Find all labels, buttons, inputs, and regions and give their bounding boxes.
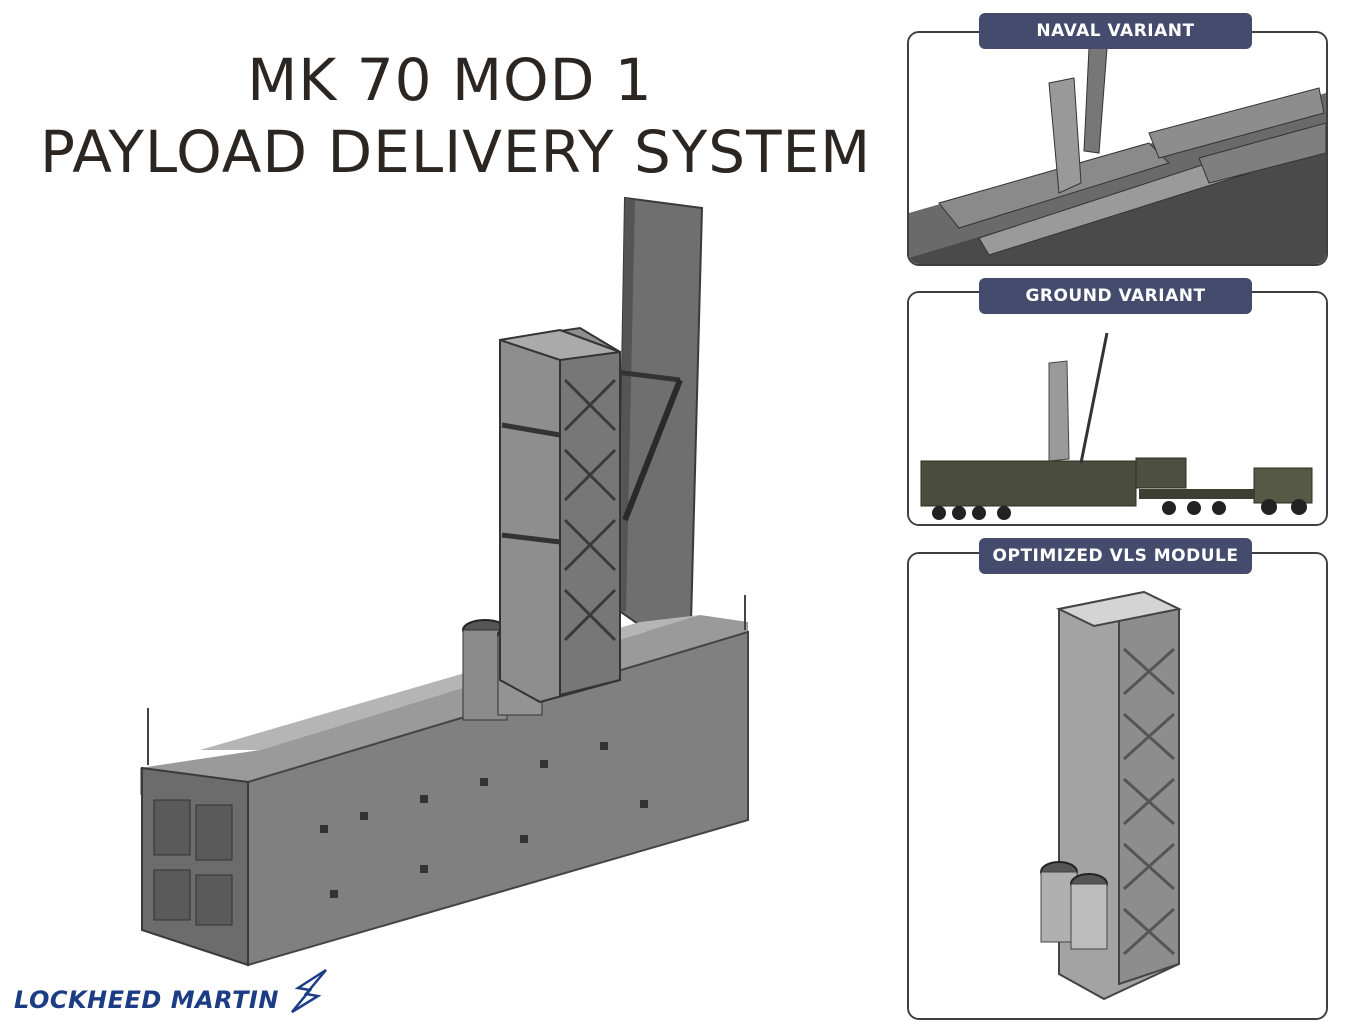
logo-text: LOCKHEED MARTIN [14, 986, 279, 1014]
naval-variant-image [909, 33, 1326, 264]
naval-variant-label: NAVAL VARIANT [979, 13, 1252, 49]
naval-variant-panel [907, 31, 1328, 266]
vls-module-image [909, 554, 1326, 1018]
vls-module-label: OPTIMIZED VLS MODULE [979, 538, 1252, 574]
ground-variant-image [909, 293, 1326, 524]
ground-variant-panel [907, 291, 1328, 526]
ground-variant-label: GROUND VARIANT [979, 278, 1252, 314]
page-title-line-2: PAYLOAD DELIVERY SYSTEM [40, 117, 872, 186]
page-title-line-1: MK 70 MOD 1 [247, 45, 653, 114]
lockheed-martin-logo: LOCKHEED MARTIN [14, 966, 334, 1016]
main-launcher-illustration [140, 196, 749, 967]
lockheed-star-icon [291, 968, 327, 1014]
vls-module-panel [907, 552, 1328, 1020]
